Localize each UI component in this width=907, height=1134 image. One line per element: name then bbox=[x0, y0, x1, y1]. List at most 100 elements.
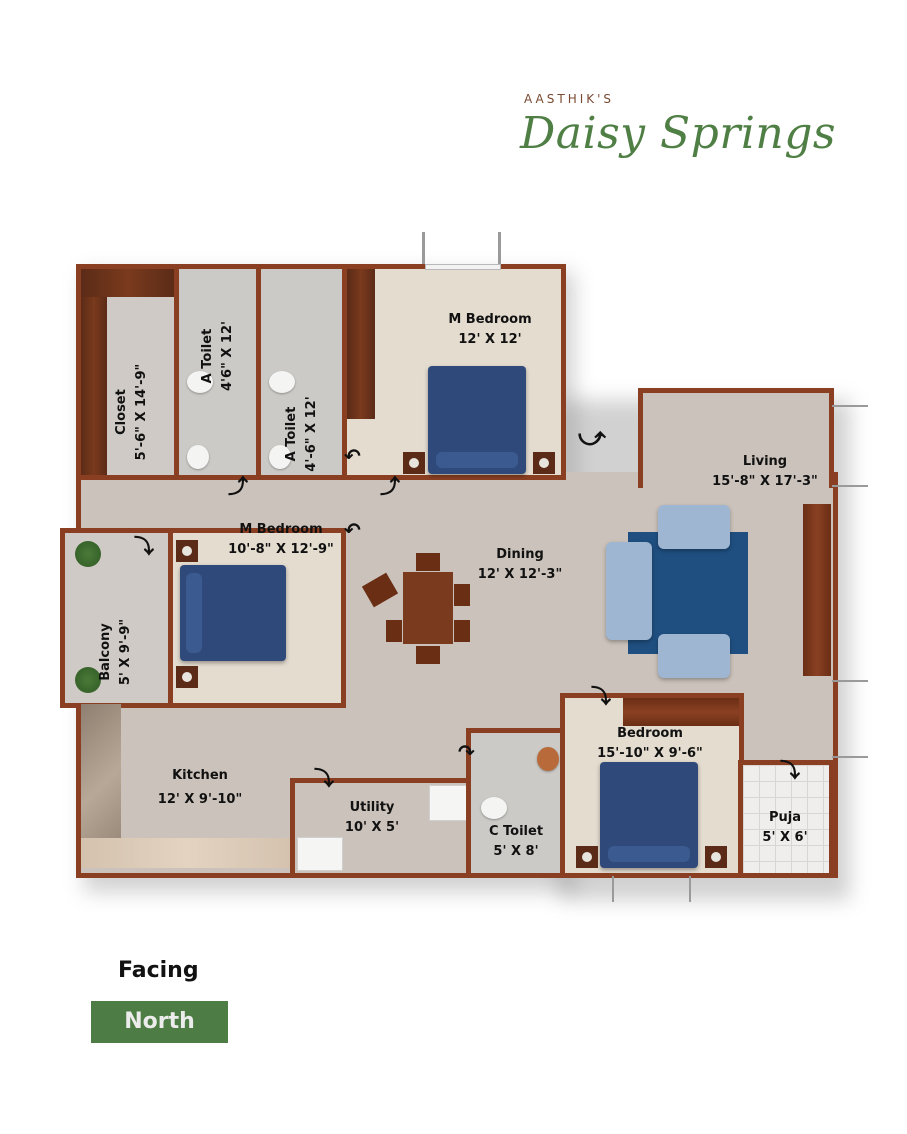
room-label-a-toilet-2: A Toilet 4'-6" X 12' bbox=[282, 374, 322, 494]
window-rail bbox=[612, 876, 614, 902]
washing-machine bbox=[429, 785, 467, 821]
bed bbox=[600, 762, 698, 868]
window bbox=[425, 264, 501, 270]
room-name: Closet bbox=[114, 389, 129, 435]
room-label-bedroom: Bedroom 15'-10" X 9'-6" bbox=[570, 724, 730, 764]
room-name: Puja bbox=[768, 810, 801, 825]
door-arrow-icon: ↶ bbox=[344, 444, 361, 468]
room-puja bbox=[738, 760, 834, 878]
project-name: Daisy Springs bbox=[520, 108, 837, 159]
room-name: M Bedroom bbox=[448, 312, 532, 327]
window-rail bbox=[832, 485, 868, 487]
toilet-fixture bbox=[269, 371, 295, 393]
facing-badge: North bbox=[91, 1001, 228, 1043]
living-alcove bbox=[638, 388, 834, 488]
room-label-balcony: Balcony 5' X 9'-9" bbox=[96, 592, 136, 712]
room-size: 5' X 6' bbox=[762, 830, 808, 845]
room-size: 15'-10" X 9'-6" bbox=[597, 746, 703, 761]
room-label-m-bedroom-1: M Bedroom 12' X 12' bbox=[430, 310, 550, 350]
chair bbox=[454, 584, 470, 606]
room-label-m-bedroom-2: M Bedroom 10'-8" X 12'-9" bbox=[206, 520, 356, 560]
room-a-toilet-2 bbox=[256, 264, 348, 480]
entry-arrow-icon: ⤻ bbox=[578, 422, 606, 452]
bed bbox=[428, 366, 526, 474]
room-label-c-toilet: C Toilet 5' X 8' bbox=[466, 822, 566, 862]
door-arrow-icon: ⤵ bbox=[780, 758, 800, 782]
window-rail bbox=[422, 232, 425, 268]
room-size: 12' X 12' bbox=[458, 332, 522, 347]
room-closet bbox=[76, 264, 180, 480]
chair bbox=[454, 620, 470, 642]
room-a-toilet-1 bbox=[174, 264, 262, 480]
room-size: 10'-8" X 12'-9" bbox=[228, 542, 334, 557]
basin-fixture bbox=[187, 445, 209, 469]
toilet-fixture bbox=[187, 371, 213, 393]
door-arrow-icon: ⤵ bbox=[134, 534, 154, 558]
nightstand bbox=[533, 452, 555, 474]
nightstand bbox=[705, 846, 727, 868]
kitchen-counter bbox=[81, 838, 293, 868]
chair bbox=[386, 620, 402, 642]
room-label-puja: Puja 5' X 6' bbox=[740, 808, 830, 848]
room-name: A Toilet bbox=[284, 406, 299, 462]
room-size: 4'6" X 12' bbox=[220, 321, 235, 391]
room-label-a-toilet-1: A Toilet 4'6" X 12' bbox=[198, 296, 238, 416]
room-name: Bedroom bbox=[617, 726, 683, 741]
window-rail bbox=[498, 232, 501, 268]
nightstand bbox=[403, 452, 425, 474]
plant-icon bbox=[75, 541, 101, 567]
plant-icon bbox=[75, 667, 101, 693]
sofa bbox=[658, 634, 730, 678]
room-label-dining: Dining 12' X 12'-3" bbox=[460, 545, 580, 585]
room-name: Balcony bbox=[98, 623, 113, 681]
room-utility bbox=[290, 778, 472, 878]
room-size: 4'-6" X 12' bbox=[304, 396, 319, 472]
room-label-kitchen: Kitchen 12' X 9'-10" bbox=[130, 766, 270, 810]
room-c-toilet bbox=[466, 728, 566, 878]
bedroom-wardrobe bbox=[623, 698, 739, 726]
door-arrow-icon: ⤴ bbox=[380, 474, 400, 498]
bed bbox=[180, 565, 286, 661]
room-name: Dining bbox=[496, 547, 544, 562]
room-size: 5'-6" X 14'-9" bbox=[134, 363, 149, 461]
room-name: C Toilet bbox=[488, 824, 544, 839]
room-size: 12' X 12'-3" bbox=[477, 567, 563, 582]
room-size: 5' X 8' bbox=[493, 844, 539, 859]
closet-wardrobe-top bbox=[81, 269, 175, 297]
room-name: A Toilet bbox=[200, 328, 215, 384]
room-size: 10' X 5' bbox=[344, 820, 400, 835]
sofa bbox=[606, 542, 652, 640]
nightstand bbox=[176, 540, 198, 562]
room-name: Utility bbox=[349, 800, 395, 815]
window-rail bbox=[689, 876, 691, 902]
door-arrow-icon: ⤴ bbox=[228, 474, 248, 498]
window-rail bbox=[832, 680, 868, 682]
toilet-fixture bbox=[481, 797, 507, 819]
nightstand bbox=[576, 846, 598, 868]
door-arrow-icon: ⤵ bbox=[591, 684, 611, 708]
room-size: 5' X 9'-9" bbox=[118, 618, 133, 686]
room-name: M Bedroom bbox=[239, 522, 323, 537]
door-arrow-icon: ↷ bbox=[458, 740, 475, 764]
basin-fixture bbox=[269, 445, 291, 469]
sofa bbox=[658, 505, 730, 549]
room-label-living: Living 15'-8" X 17'-3" bbox=[700, 452, 830, 492]
window-rail bbox=[832, 756, 868, 758]
room-kitchen bbox=[76, 704, 298, 878]
door-arrow-icon: ⤵ bbox=[314, 766, 334, 790]
facing-label: Facing bbox=[118, 958, 199, 983]
tv-unit bbox=[803, 504, 831, 676]
bedroom-wardrobe bbox=[347, 269, 375, 419]
chair bbox=[416, 646, 440, 664]
closet-wardrobe bbox=[81, 269, 107, 475]
basin-fixture bbox=[537, 747, 559, 771]
utility-sink bbox=[297, 837, 343, 871]
room-label-closet: Closet 5'-6" X 14'-9" bbox=[112, 352, 152, 472]
room-name: Living bbox=[742, 454, 788, 469]
room-label-utility: Utility 10' X 5' bbox=[322, 798, 422, 838]
door-arrow-icon: ↶ bbox=[344, 518, 361, 542]
room-name: Kitchen bbox=[172, 768, 228, 783]
room-size: 15'-8" X 17'-3" bbox=[712, 474, 818, 489]
developer-name: AASTHIK'S bbox=[524, 92, 615, 106]
